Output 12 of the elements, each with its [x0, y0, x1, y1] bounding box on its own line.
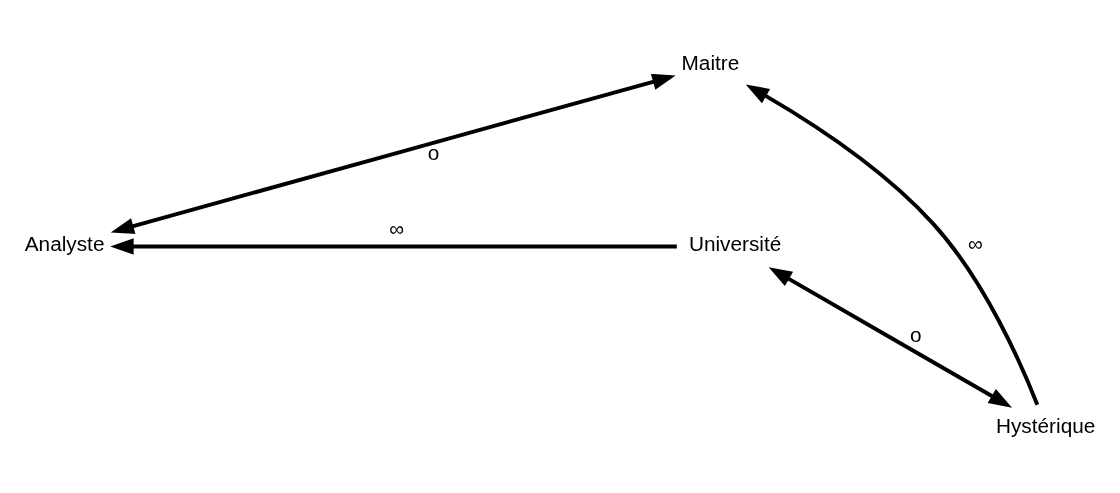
node-text: Université — [688, 232, 782, 256]
node-text: Maitre — [681, 50, 740, 74]
edge-label: o — [427, 141, 440, 165]
edge-label: ∞ — [389, 216, 405, 240]
edge-label: o — [909, 323, 922, 347]
edge-label: ∞ — [968, 232, 983, 256]
node-text: Analyste — [24, 232, 105, 256]
arrow — [110, 238, 677, 255]
arrow — [768, 267, 1013, 408]
arrow — [745, 84, 1040, 406]
arrow — [110, 73, 676, 235]
node-text: Hystérique — [995, 414, 1096, 438]
